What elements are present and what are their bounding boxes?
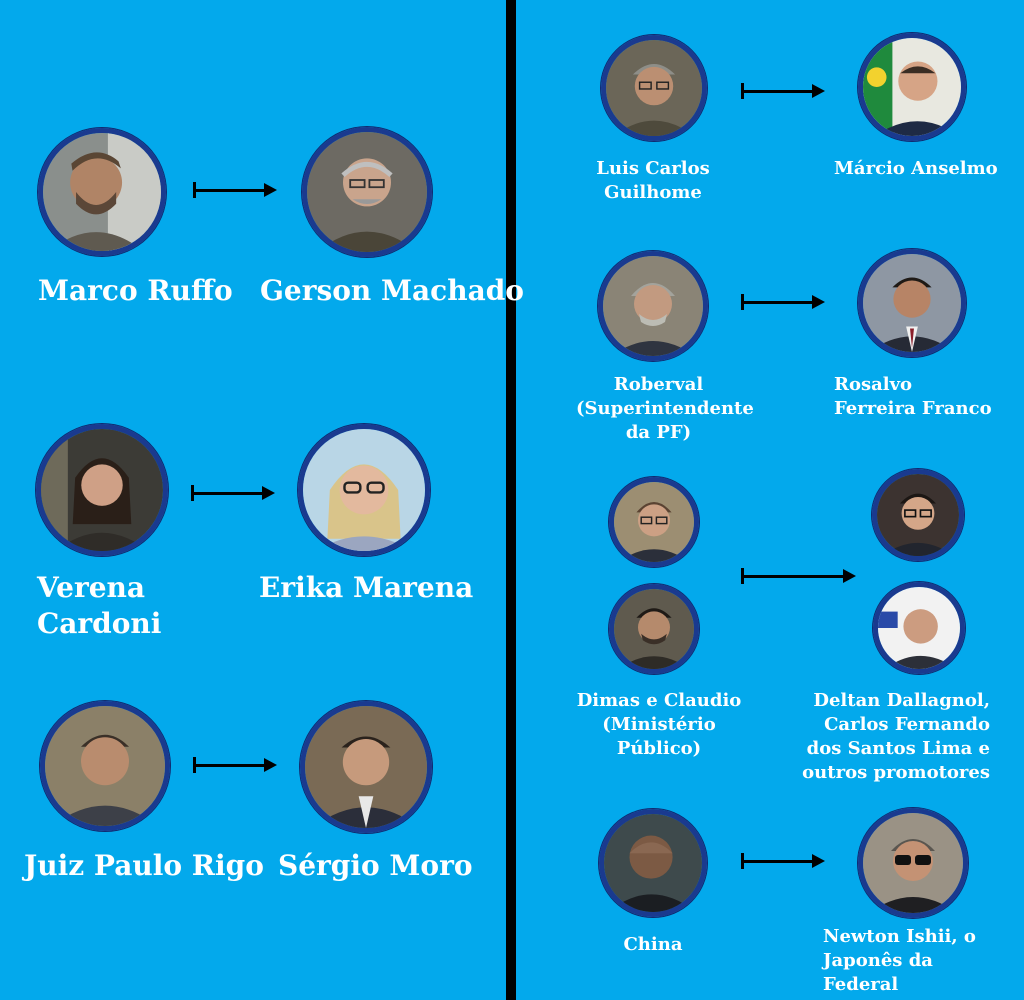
name-deltan-carlos-promotores: Deltan Dallagnol, Carlos Fernando dos Sa… [802,690,990,783]
name-marco-ruffo: Marco Ruffo [38,274,233,307]
avatar-dimas [609,477,699,567]
name-dimas-e-claudio: Dimas e Claudio (Ministério Público) [576,690,742,759]
avatar-newton-ishii [858,808,968,918]
name-rosalvo-ferreira-franco: Rosalvo Ferreira Franco [834,374,992,419]
arrow-2 [191,485,275,501]
avatar-juiz-paulo-rigo [40,701,170,831]
avatar-roberval [598,251,708,361]
avatar-erika-marena [298,424,430,556]
arrow-5 [741,294,825,310]
name-erika-marena: Erika Marena [259,571,474,604]
avatar-rosalvo-ferreira-franco [858,249,966,357]
arrow-7 [741,853,825,869]
arrow-1 [193,182,277,198]
name-roberval: Roberval (Superintendente da PF) [576,374,754,443]
avatar-claudio [609,584,699,674]
avatar-marcio-anselmo [858,33,966,141]
name-juiz-paulo-rigo: Juiz Paulo Rigo [24,849,264,882]
name-china: China [623,934,683,955]
arrow-3 [193,757,277,773]
name-luis-carlos-guilhome: Luis Carlos Guilhome [596,158,710,203]
arrow-4 [741,83,825,99]
name-verena-cardoni: Verena Cardoni [37,571,162,640]
avatar-sergio-moro [300,701,432,833]
arrow-6 [741,568,856,584]
name-gerson-machado: Gerson Machado [260,274,524,307]
avatar-carlos-fernando [873,582,965,674]
name-sergio-moro: Sérgio Moro [278,849,473,882]
avatar-verena-cardoni [36,424,168,556]
avatar-deltan-dallagnol [872,469,964,561]
avatar-luis-carlos-guilhome [601,35,707,141]
avatar-marco-ruffo [38,128,166,256]
avatar-china [599,809,707,917]
center-divider [506,0,516,1000]
name-newton-ishii: Newton Ishii, o Japonês da Federal [823,926,976,995]
name-marcio-anselmo: Márcio Anselmo [834,158,998,179]
avatar-gerson-machado [302,127,432,257]
